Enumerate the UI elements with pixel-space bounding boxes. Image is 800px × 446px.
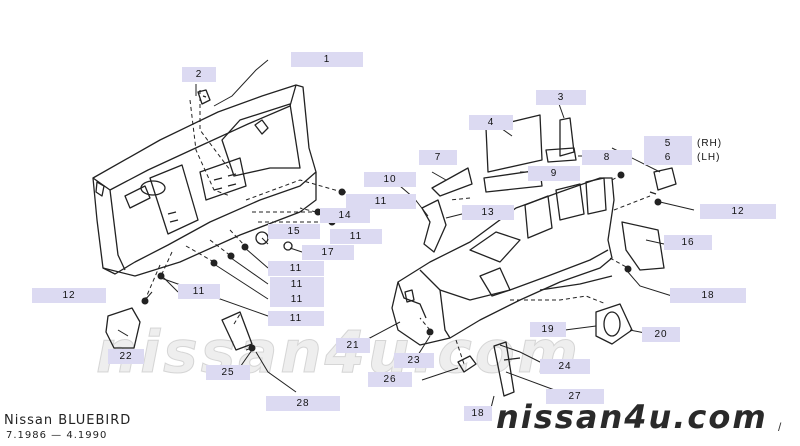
bar-part-9	[483, 169, 543, 193]
callout-part-20[interactable]: 20	[642, 327, 680, 342]
clip-part-2	[197, 89, 211, 105]
callout-part-11-g[interactable]: 11	[268, 311, 324, 326]
callout-part-14[interactable]: 14	[320, 208, 370, 223]
bracket-part-22	[105, 307, 141, 349]
callout-part-11-e[interactable]: 11	[178, 284, 220, 299]
callout-part-11-d[interactable]: 11	[270, 277, 324, 292]
callout-part-26[interactable]: 26	[368, 372, 412, 387]
callout-part-5[interactable]: 5	[644, 136, 692, 151]
bracket-part-8	[545, 147, 577, 163]
callout-part-6[interactable]: 6	[644, 150, 692, 165]
callout-part-3[interactable]: 3	[536, 90, 586, 105]
callout-part-28[interactable]: 28	[266, 396, 340, 411]
dash-panel-part-1	[92, 84, 317, 277]
callout-part-18-a[interactable]: 18	[670, 288, 746, 303]
callout-part-17[interactable]: 17	[302, 245, 354, 260]
bracket-part-27	[493, 341, 521, 397]
callout-part-25[interactable]: 25	[206, 365, 250, 380]
callout-part-11-b[interactable]: 11	[330, 229, 382, 244]
site-logo-text: nissan4u.com	[496, 398, 768, 436]
callout-part-27[interactable]: 27	[546, 389, 604, 404]
dash-lower-panel	[391, 177, 615, 346]
bracket-part-5-6	[649, 167, 677, 195]
lh-side-label: (LH)	[697, 152, 721, 163]
callout-part-2[interactable]: 2	[182, 67, 216, 82]
callout-part-11-a[interactable]: 11	[346, 194, 416, 209]
callout-part-7[interactable]: 7	[419, 150, 457, 165]
bracket-part-3	[559, 117, 575, 157]
plate-part-4	[485, 114, 543, 173]
callout-part-22[interactable]: 22	[108, 349, 144, 364]
callout-part-18-b[interactable]: 18	[464, 406, 492, 421]
pad-part-25	[221, 311, 253, 351]
callout-part-19[interactable]: 19	[530, 322, 566, 337]
motor-part-20	[595, 303, 633, 345]
rh-side-label: (RH)	[697, 138, 723, 149]
callout-part-9[interactable]: 9	[528, 166, 580, 181]
footer-model-name: Nissan BLUEBIRD	[4, 413, 132, 428]
callout-part-23[interactable]: 23	[394, 353, 434, 368]
callout-part-4[interactable]: 4	[469, 115, 513, 130]
callout-part-16[interactable]: 16	[664, 235, 712, 250]
callout-part-12-a[interactable]: 12	[700, 204, 776, 219]
callout-part-11-f[interactable]: 11	[270, 292, 324, 307]
callout-part-1[interactable]: 1	[291, 52, 363, 67]
callout-part-12-b[interactable]: 12	[32, 288, 106, 303]
callout-part-13[interactable]: 13	[462, 205, 514, 220]
clip-part-26	[457, 355, 477, 373]
corner-mark: /	[778, 420, 782, 434]
footer-production-dates: 7.1986 — 4.1990	[6, 430, 108, 441]
callout-part-8[interactable]: 8	[582, 150, 632, 165]
callout-part-10[interactable]: 10	[364, 172, 416, 187]
callout-part-24[interactable]: 24	[540, 359, 590, 374]
callout-part-21[interactable]: 21	[336, 338, 370, 353]
clip-part-17	[283, 241, 293, 251]
callout-part-11-c[interactable]: 11	[268, 261, 324, 276]
bracket-part-7	[431, 167, 473, 197]
panel-part-16	[621, 221, 665, 271]
brace-part-10	[421, 199, 447, 253]
callout-part-15[interactable]: 15	[268, 224, 320, 239]
